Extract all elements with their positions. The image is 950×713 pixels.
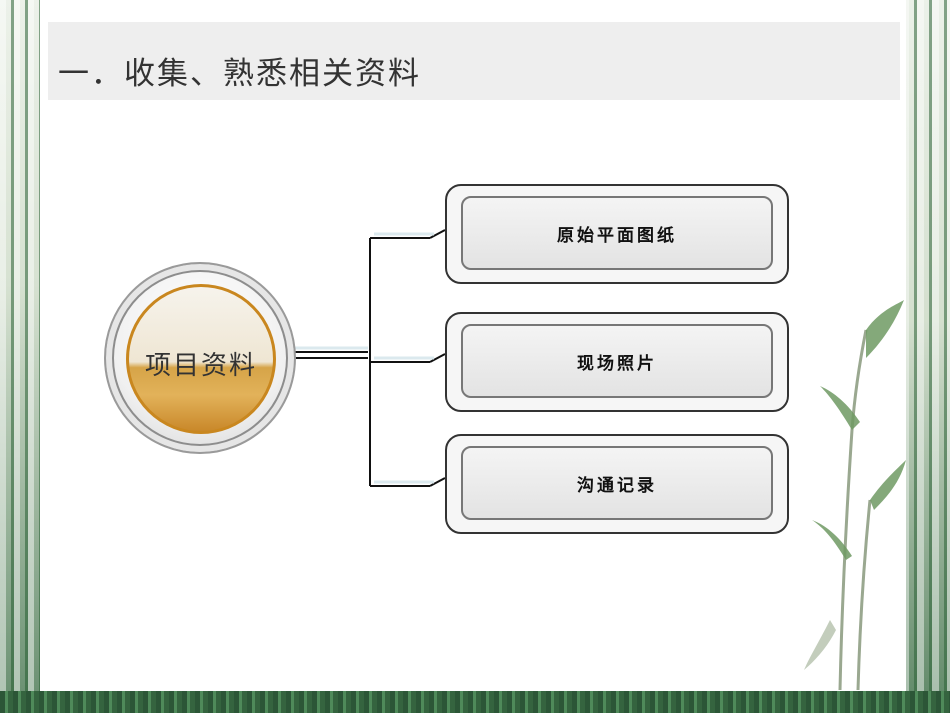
- center-node: 项目资料: [104, 262, 296, 454]
- item-box-1: 原始平面图纸: [445, 184, 789, 284]
- slide: 一．收集、熟悉相关资料 项目资料 原始平面图纸: [40, 0, 906, 691]
- item-box-3: 沟通记录: [445, 434, 789, 534]
- item-label-1: 原始平面图纸: [557, 225, 677, 246]
- bottom-foliage-band: [0, 691, 950, 713]
- item-box-2-inner: 现场照片: [461, 324, 773, 398]
- item-box-1-inner: 原始平面图纸: [461, 196, 773, 270]
- item-label-2: 现场照片: [577, 353, 657, 374]
- connector-lines: [294, 229, 446, 487]
- center-node-label: 项目资料: [144, 351, 257, 381]
- bamboo-decoration: [804, 300, 906, 690]
- item-label-3: 沟通记录: [577, 475, 657, 496]
- right-foliage-decoration: [902, 0, 950, 713]
- title-bar: [48, 22, 900, 100]
- item-box-2: 现场照片: [445, 312, 789, 412]
- item-box-3-inner: 沟通记录: [461, 446, 773, 520]
- center-node-inner: 项目资料: [126, 284, 276, 434]
- slide-title: 一．收集、熟悉相关资料: [58, 56, 421, 92]
